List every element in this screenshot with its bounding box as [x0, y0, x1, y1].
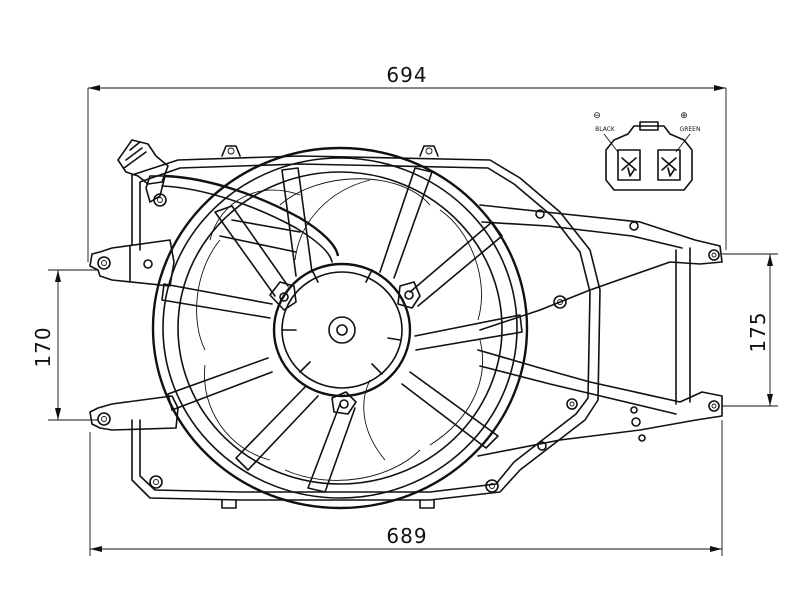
- left-lower-bracket: [89, 395, 179, 431]
- plug-connector: [117, 139, 169, 185]
- dimension-top: 694: [87, 63, 727, 262]
- dimension-left: 170: [31, 269, 98, 421]
- dimension-top-label: 694: [386, 63, 427, 87]
- positive-wire-label: GREEN: [680, 126, 701, 133]
- shroud-frame: [131, 145, 601, 509]
- connector-detail: ⊖ ⊕ BLACK GREEN: [593, 111, 701, 191]
- fan-blades: [196, 178, 483, 481]
- dimension-right: 175: [722, 253, 778, 407]
- dimension-right-label: 175: [746, 311, 770, 352]
- left-upper-bracket: [89, 239, 175, 287]
- right-bracket: [477, 204, 723, 457]
- dimension-left-label: 170: [31, 326, 55, 367]
- positive-symbol: ⊕: [680, 111, 688, 121]
- fan-ring: [151, 146, 529, 510]
- dimension-bottom: 689: [89, 420, 723, 556]
- support-struts: [161, 167, 523, 493]
- negative-symbol: ⊖: [593, 111, 601, 121]
- negative-wire-label: BLACK: [595, 126, 616, 133]
- dimension-bottom-label: 689: [386, 524, 427, 548]
- motor-hub: [269, 262, 421, 415]
- wire-harness: [145, 174, 340, 263]
